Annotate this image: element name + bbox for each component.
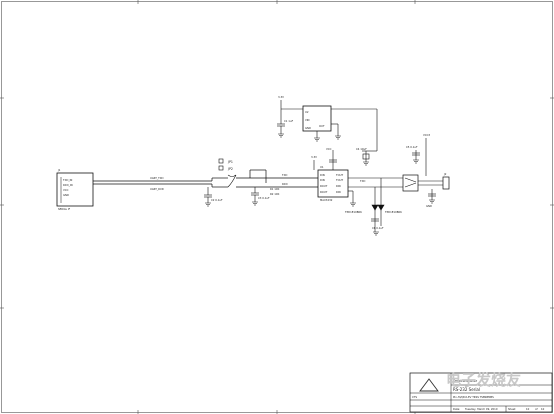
net-label-tx: UART_TXD (150, 176, 164, 180)
transceiver-pin-r1: TOUT (336, 173, 344, 177)
jumper-bottom-label: JP2 (227, 167, 233, 171)
jumper-top-label: JP1 (227, 160, 233, 164)
transceiver-ic: 3.3V U1 DIN DIN ROUT ROUT TOUT TOUT RIN … (311, 147, 349, 202)
transceiver-pin-l1: DIN (320, 173, 325, 177)
cap-c5-label: C5 0.1uF (406, 145, 418, 149)
sheet-number: 10 (526, 407, 530, 411)
connector-left-subtitle: SERIAL IF (58, 207, 71, 211)
regulator-ref: U2 (305, 110, 309, 114)
right-gnd-label: GND (426, 204, 432, 208)
date-label: Date: (453, 407, 460, 411)
transceiver-pin-l3: ROUT (320, 184, 328, 188)
cap-c2-label: C2 0.1uF (211, 198, 223, 202)
resistor-r2-label: R2 10K (270, 192, 280, 196)
transceiver-pin-l4: ROUT (320, 190, 328, 194)
transceiver-pin-r3: RIN (336, 184, 341, 188)
connector-left-pin-1: TXD_IN (63, 178, 72, 182)
connector-right-supply: VCC3 (423, 133, 430, 137)
regulator-top: 3.3V U2 VIN OUT GND C1 1uF (277, 95, 378, 151)
regulator-pin-gnd: GND (305, 126, 311, 130)
title-block: Semiconductor RS-232 Serial Pin-Hi/QD2-E… (409, 372, 553, 413)
diode-label-1: TPD1E10B06 (345, 210, 362, 214)
connector-left-ref: J1 (57, 168, 61, 172)
transceiver-pin-l2: DIN (320, 178, 325, 182)
signal-bus (93, 169, 318, 188)
regulator-pin-out: OUT (319, 124, 325, 128)
diode-label-2: TPD1E10B06 (385, 210, 402, 214)
sheet-of-label: of (535, 407, 538, 411)
net-label-rx: UART_RXD (150, 187, 164, 191)
regulator-supply-label: 3.3V (278, 95, 284, 99)
connector-right: J2 VCC3 C5 0.1uF GND (402, 133, 450, 208)
title-company: Semiconductor (453, 379, 478, 383)
transceiver-part: MAX3232 (320, 198, 333, 202)
connector-left-pin-4: GND (63, 193, 69, 197)
transceiver-supply-label: 3.3V (311, 155, 317, 159)
net-label-rx-in: RXD (282, 182, 288, 186)
output-wiring (348, 150, 403, 232)
document-number: Pin-Hi/QD2-EV TRSS TSBSBMBS (453, 395, 494, 399)
cap-c6-label: C6 0.1uF (372, 226, 384, 230)
resistor-r1-label: R1 10K (270, 187, 280, 191)
sheet-total: 10 (541, 407, 545, 411)
bus-capacitors (204, 187, 259, 203)
net-label-tx-out: TXD (282, 173, 287, 177)
connector-left-pin-2: RXD_IN (63, 183, 73, 187)
connector-right-ref: J2 (443, 172, 447, 176)
cap-c1-label: C1 1uF (284, 119, 294, 123)
connector-left: J1 TXD_IN RXD_IN VCC GND SERIAL IF (56, 168, 94, 211)
jumper-group: JP1 JP2 (218, 158, 237, 188)
transceiver-pin-r2: TOUT (336, 178, 344, 182)
cap-c3-label: C3 0.1uF (258, 196, 270, 200)
title-line: RS-232 Serial (453, 387, 480, 392)
date-value: Tuesday, March 09, 2010 (465, 407, 498, 411)
transceiver-vcc-label: VCC (326, 147, 332, 151)
company-logo-icon (419, 378, 439, 392)
net-label-out: TXD (360, 179, 365, 183)
transceiver-ref: U1 (320, 165, 324, 169)
size-label: CTS (412, 395, 417, 399)
sheet-label: Sheet (508, 407, 516, 411)
transceiver-pin-r4: RIN (336, 190, 341, 194)
watermark-text: 电子发烧友 (446, 371, 521, 389)
regulator-pin-vin: VIN (305, 118, 310, 122)
connector-left-pin-3: VCC (63, 188, 69, 192)
cap-c4-label: C4 10uF (356, 147, 367, 151)
